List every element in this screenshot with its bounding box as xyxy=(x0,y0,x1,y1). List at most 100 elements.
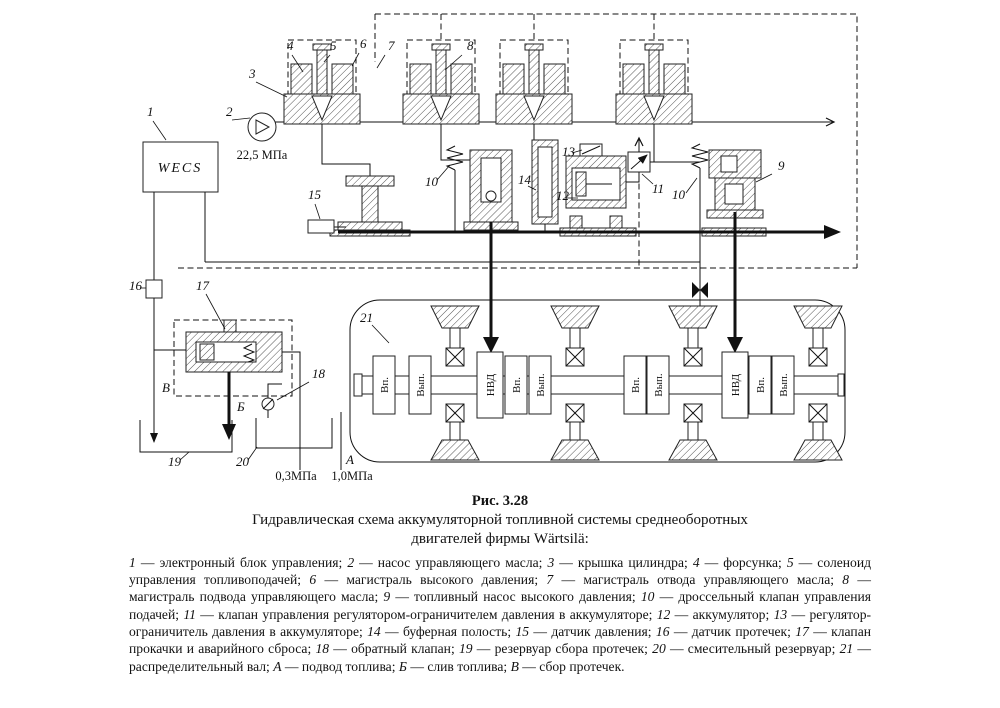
legend-term: 15 xyxy=(515,624,530,640)
spring-icon xyxy=(690,143,709,169)
camshaft-21: Вп. Вып. НВД Вп. Вып. Вп. Вып. НВД Вп. В… xyxy=(349,299,846,463)
legend-term: 7 xyxy=(546,571,554,587)
callout-21: 21 xyxy=(360,310,373,325)
leak-sensor-16 xyxy=(145,279,163,443)
injector-unit-4 xyxy=(615,39,693,125)
throttle-valve-10-left xyxy=(445,145,464,232)
wecs-label: WECS xyxy=(158,161,203,176)
pressure-drain-label: 0,3МПа xyxy=(275,469,317,483)
cam-label: Вып. xyxy=(653,373,665,397)
pressure-sensor-15 xyxy=(307,219,346,234)
legend-term: 21 xyxy=(839,641,854,657)
legend-term: 20 xyxy=(652,641,666,657)
legend-term: 12 xyxy=(656,606,671,622)
dashed-oil-boundary xyxy=(178,13,858,269)
legend-term: 11 xyxy=(183,606,196,622)
sensor-box xyxy=(307,219,335,234)
cam-follower xyxy=(793,305,843,461)
callout-2: 2 xyxy=(226,104,233,119)
legend-term: 1 xyxy=(129,554,136,570)
figure-legend: 1 — электронный блок управления; 2 — нас… xyxy=(129,554,872,674)
check-valve-18 xyxy=(261,383,282,418)
flow-point-a: А xyxy=(345,452,354,467)
legend-term: 5 xyxy=(786,554,794,570)
callout-12: 12 xyxy=(556,188,570,203)
callout-16: 16 xyxy=(129,278,143,293)
flow-limiter-block xyxy=(463,149,519,231)
legend-term: 10 xyxy=(640,589,655,605)
legend-term: 9 xyxy=(383,589,391,605)
wecs-unit: WECS xyxy=(142,141,700,280)
callout-18: 18 xyxy=(312,366,326,381)
callout-8: 8 xyxy=(467,38,474,53)
callout-3: 3 xyxy=(248,66,256,81)
flow-point-b: Б xyxy=(236,399,245,414)
legend-term: 18 xyxy=(315,641,330,657)
cam-label: Вп. xyxy=(511,377,523,393)
cam-label: Вп. xyxy=(755,377,767,393)
legend-term: 2 xyxy=(347,554,355,570)
camshaft-housing xyxy=(349,299,846,463)
legend-term: Б xyxy=(398,658,407,674)
cam-label: Вп. xyxy=(379,377,391,393)
figure-caption: Рис. 3.28 Гидравлическая схема аккумулят… xyxy=(0,490,1000,675)
legend-term: 16 xyxy=(655,624,670,640)
pump-circle xyxy=(247,112,277,142)
callout-11: 11 xyxy=(652,181,664,196)
throttle-valve-10-right xyxy=(690,143,709,312)
cam-label: Вып. xyxy=(535,373,547,397)
legend-term: В xyxy=(510,658,519,674)
injector-unit-1 xyxy=(283,39,361,125)
spring-icon xyxy=(242,343,256,363)
pump-triangle-icon xyxy=(255,119,271,135)
leak-tank-19 xyxy=(139,420,233,453)
legend-term: 4 xyxy=(692,554,700,570)
callout-15: 15 xyxy=(308,187,322,202)
pressure-supply-label: 1,0МПа xyxy=(331,469,373,483)
callout-20: 20 xyxy=(236,454,250,469)
cam-label: НВД xyxy=(485,373,497,396)
flow-point-v: В xyxy=(162,380,170,395)
callout-10a: 10 xyxy=(425,174,439,189)
hydraulic-schematic: WECS 22,5 МПа xyxy=(129,13,858,483)
cam-label: Вып. xyxy=(415,373,427,397)
legend-term: 8 xyxy=(842,571,850,587)
mixing-tank-20 xyxy=(255,412,342,470)
flow-labels: В Б А 0,3МПа 1,0МПа xyxy=(162,380,373,483)
control-valve-11 xyxy=(626,136,700,183)
callout-9: 9 xyxy=(778,158,785,173)
callout-5: 5 xyxy=(330,38,337,53)
callout-6: 6 xyxy=(360,36,367,51)
injector-unit-3 xyxy=(495,39,573,125)
callout-1: 1 xyxy=(147,104,154,119)
legend-term: 3 xyxy=(547,554,555,570)
cam-follower xyxy=(430,305,480,461)
shutoff-valve-icon xyxy=(692,282,708,298)
legend-term: 19 xyxy=(458,641,473,657)
rail-arrowhead xyxy=(824,225,841,239)
fuel-rail xyxy=(338,212,841,353)
injector-drop-lines xyxy=(321,124,655,176)
figure-title-line2: двигателей фирмы Wärtsilä: xyxy=(411,530,589,547)
cam-follower xyxy=(550,305,600,461)
legend-term: А xyxy=(273,658,282,674)
pump-pressure-label: 22,5 МПа xyxy=(237,148,288,162)
callout-7: 7 xyxy=(388,38,395,53)
legend-term: 14 xyxy=(367,624,381,640)
legend-term: 17 xyxy=(795,624,809,640)
purge-valve-17 xyxy=(154,319,301,470)
cam-label: Вып. xyxy=(778,373,790,397)
callout-14: 14 xyxy=(518,172,532,187)
figure-title: Гидравлическая схема аккумуляторной топл… xyxy=(0,511,1000,549)
callout-13: 13 xyxy=(562,144,576,159)
callout-10b: 10 xyxy=(672,187,686,202)
callout-4: 4 xyxy=(287,38,294,53)
callout-17: 17 xyxy=(196,278,210,293)
legend-term: 6 xyxy=(309,571,317,587)
legend-term: 13 xyxy=(773,606,788,622)
control-oil-pump: 22,5 МПа xyxy=(237,112,288,162)
figure-title-line1: Гидравлическая схема аккумуляторной топл… xyxy=(252,512,748,528)
figure-number: Рис. 3.28 xyxy=(471,493,529,509)
wecs-box xyxy=(142,141,219,193)
